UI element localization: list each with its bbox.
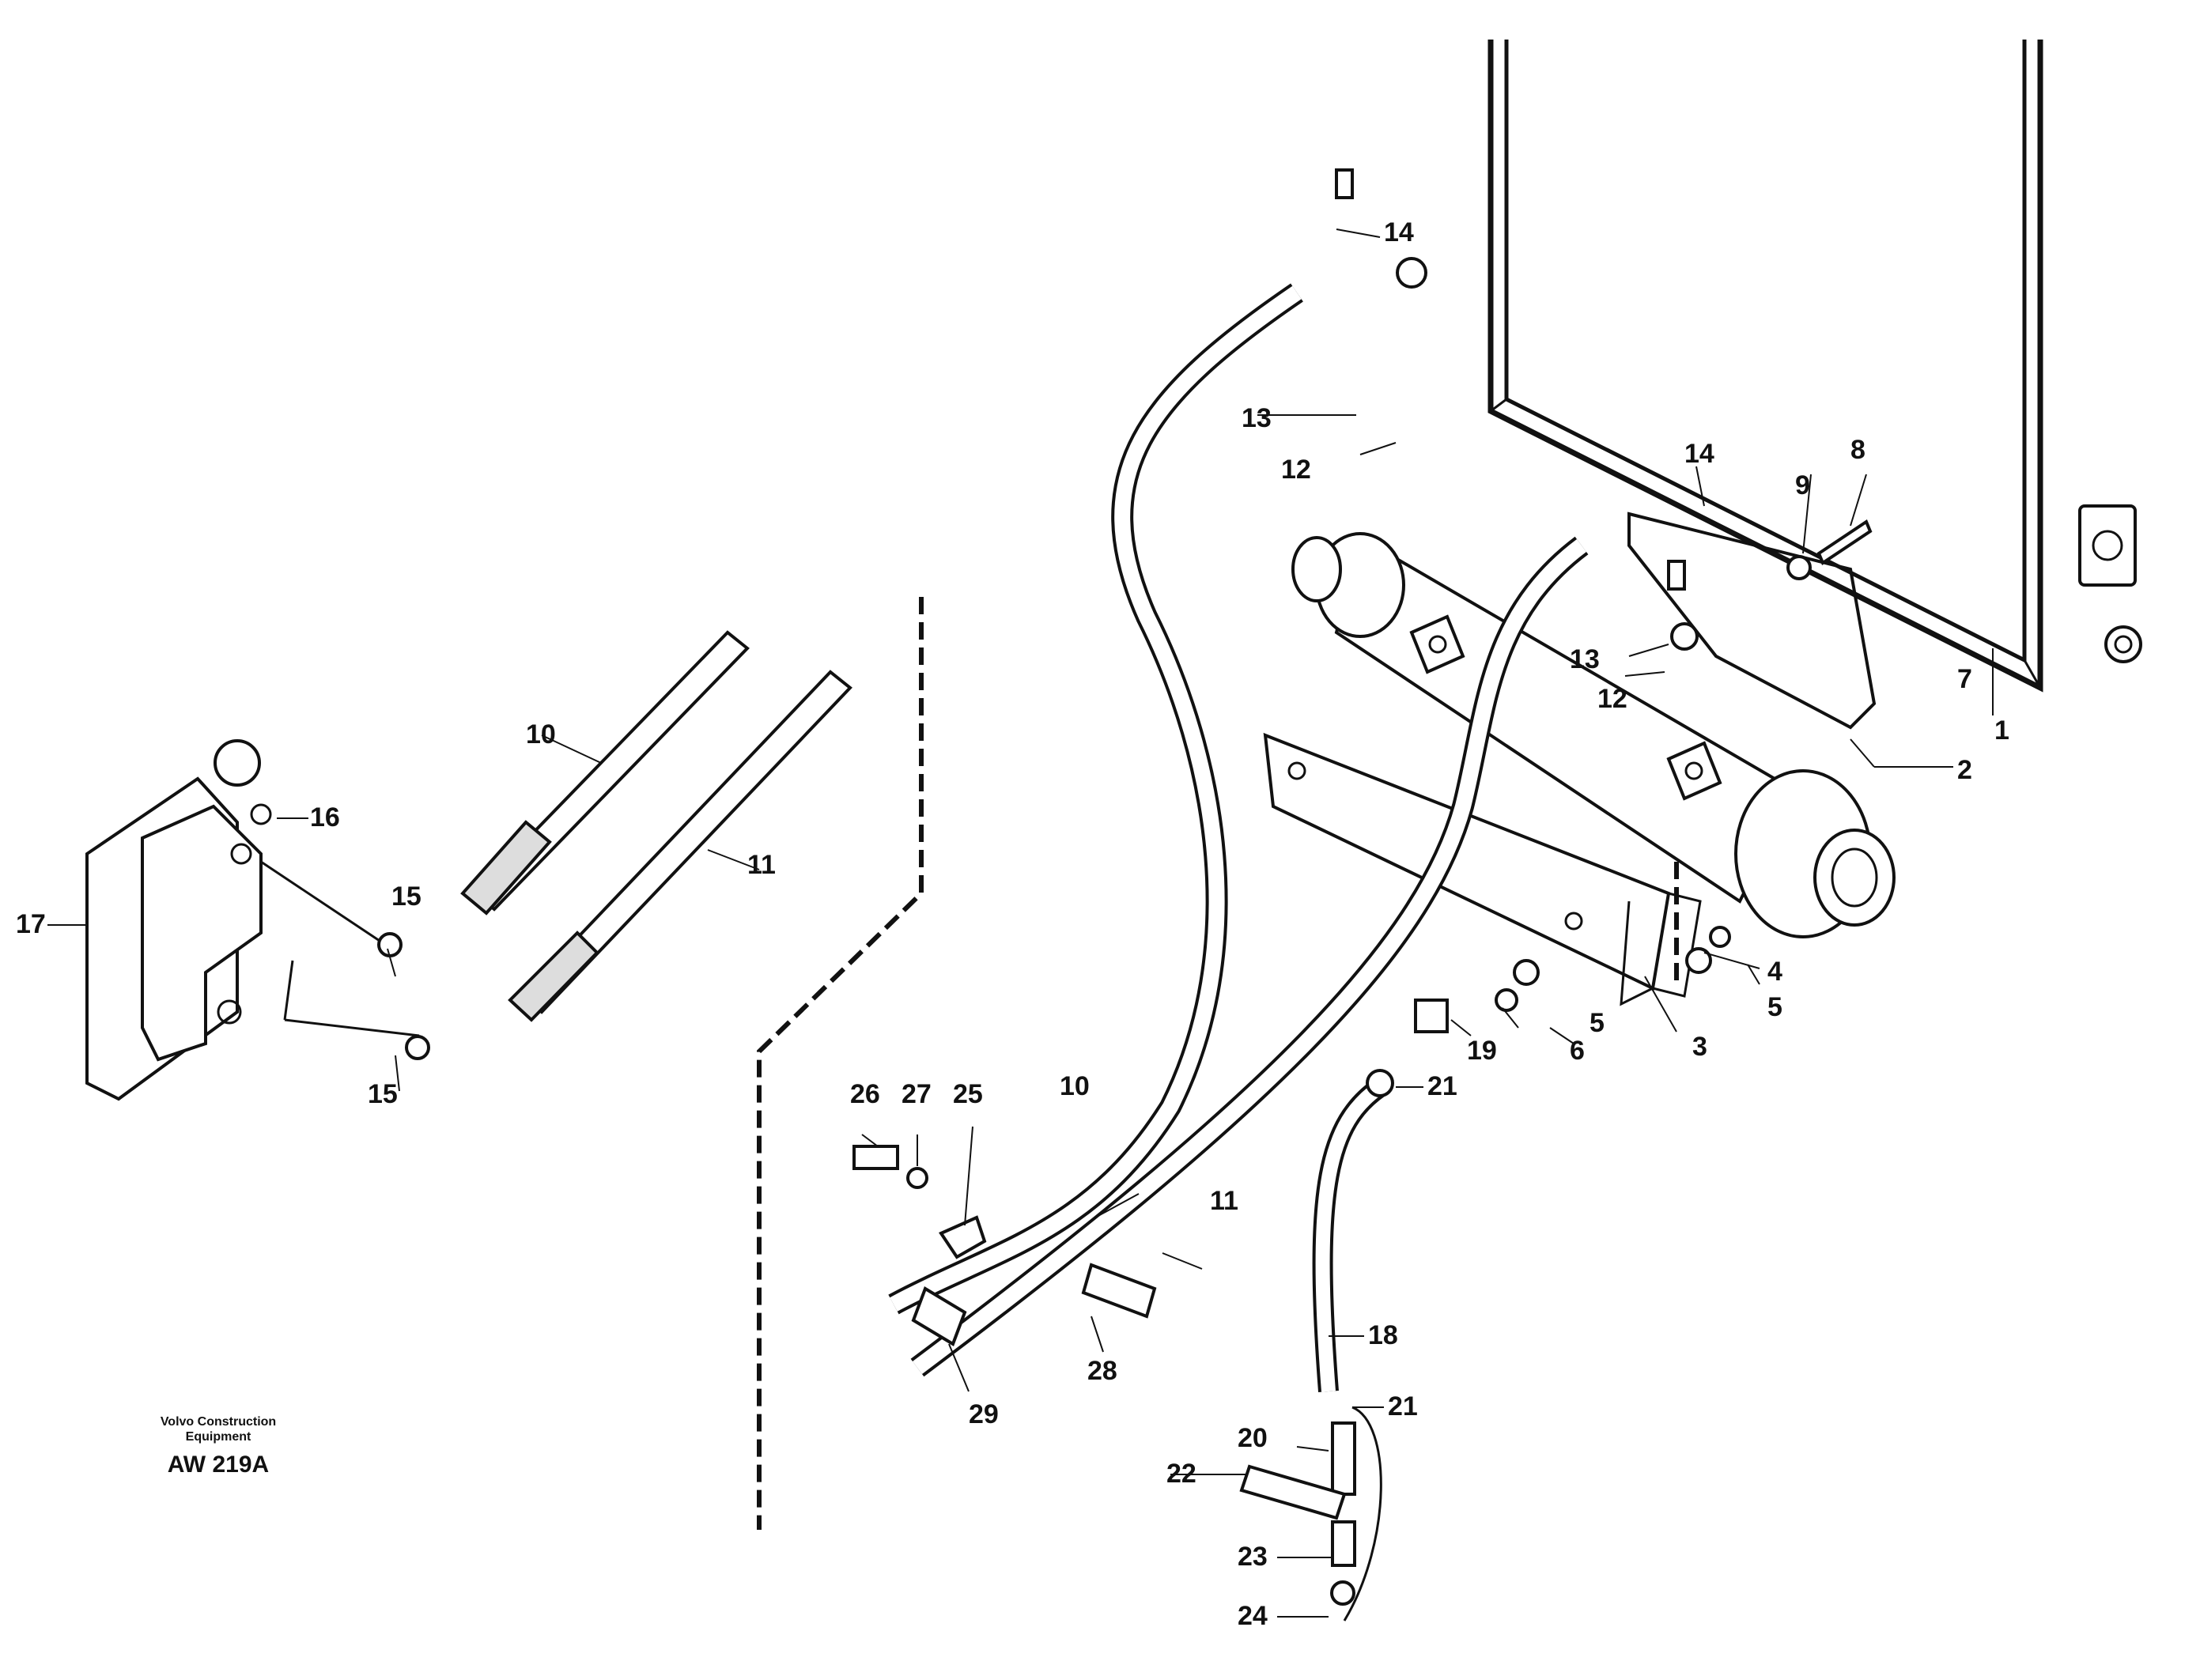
callout-7: 7 — [1957, 664, 1972, 694]
callout-12a: 12 — [1281, 455, 1311, 485]
callout-28: 28 — [1087, 1356, 1117, 1386]
callout-23: 23 — [1238, 1542, 1268, 1572]
callout-5a: 5 — [1590, 1008, 1605, 1038]
callout-11a: 11 — [747, 850, 776, 880]
plate-part — [1627, 512, 1877, 730]
callout-12b: 12 — [1597, 684, 1627, 714]
hose-11 — [910, 536, 1589, 1377]
callout-19: 19 — [1467, 1036, 1497, 1066]
oil-cooler-part — [1291, 532, 1896, 938]
callout-10a: 10 — [526, 719, 556, 749]
frame-part — [1487, 40, 2142, 693]
callout-15a: 15 — [391, 882, 421, 912]
hose-18 — [1312, 1078, 1386, 1392]
maker-label: Volvo Construction — [161, 1415, 276, 1429]
fittings — [377, 168, 1873, 1621]
leader-lines — [47, 228, 1994, 1618]
callout-11b: 11 — [1210, 1186, 1238, 1216]
valve-plate-part — [85, 739, 272, 1101]
callout-15b: 15 — [368, 1079, 398, 1109]
callout-13b: 13 — [1570, 644, 1600, 674]
panel-outline — [757, 597, 924, 1530]
callout-29: 29 — [969, 1399, 999, 1429]
callout-14a: 14 — [1384, 217, 1414, 247]
callout-8: 8 — [1850, 435, 1865, 465]
callout-21b: 21 — [1388, 1391, 1418, 1421]
callout-labels: 1 2 3 4 5 5 6 7 8 9 10 10 11 11 12 12 13… — [16, 217, 2009, 1631]
callout-6: 6 — [1570, 1036, 1585, 1066]
hose-10 — [888, 283, 1303, 1315]
callout-13a: 13 — [1242, 403, 1272, 433]
callout-10b: 10 — [1060, 1071, 1090, 1101]
callout-2: 2 — [1957, 755, 1972, 785]
callout-1: 1 — [1994, 715, 2009, 746]
callout-3: 3 — [1692, 1032, 1707, 1062]
callout-16: 16 — [310, 802, 340, 832]
callout-26: 26 — [850, 1079, 880, 1109]
callout-4: 4 — [1767, 957, 1782, 987]
callout-25: 25 — [953, 1079, 983, 1109]
callout-21a: 21 — [1427, 1071, 1457, 1101]
callout-27: 27 — [902, 1079, 932, 1109]
hose-pipes-left — [260, 630, 852, 1037]
callout-24: 24 — [1238, 1601, 1268, 1631]
drawing-code: AW 219A — [168, 1452, 269, 1478]
callout-17: 17 — [16, 909, 46, 939]
callout-5b: 5 — [1767, 992, 1782, 1022]
callout-20: 20 — [1238, 1423, 1268, 1453]
maker-label-line2: Equipment — [186, 1430, 251, 1444]
callout-9: 9 — [1795, 470, 1810, 500]
callout-18: 18 — [1368, 1320, 1398, 1350]
callout-14b: 14 — [1684, 439, 1714, 469]
callout-22: 22 — [1166, 1459, 1196, 1489]
